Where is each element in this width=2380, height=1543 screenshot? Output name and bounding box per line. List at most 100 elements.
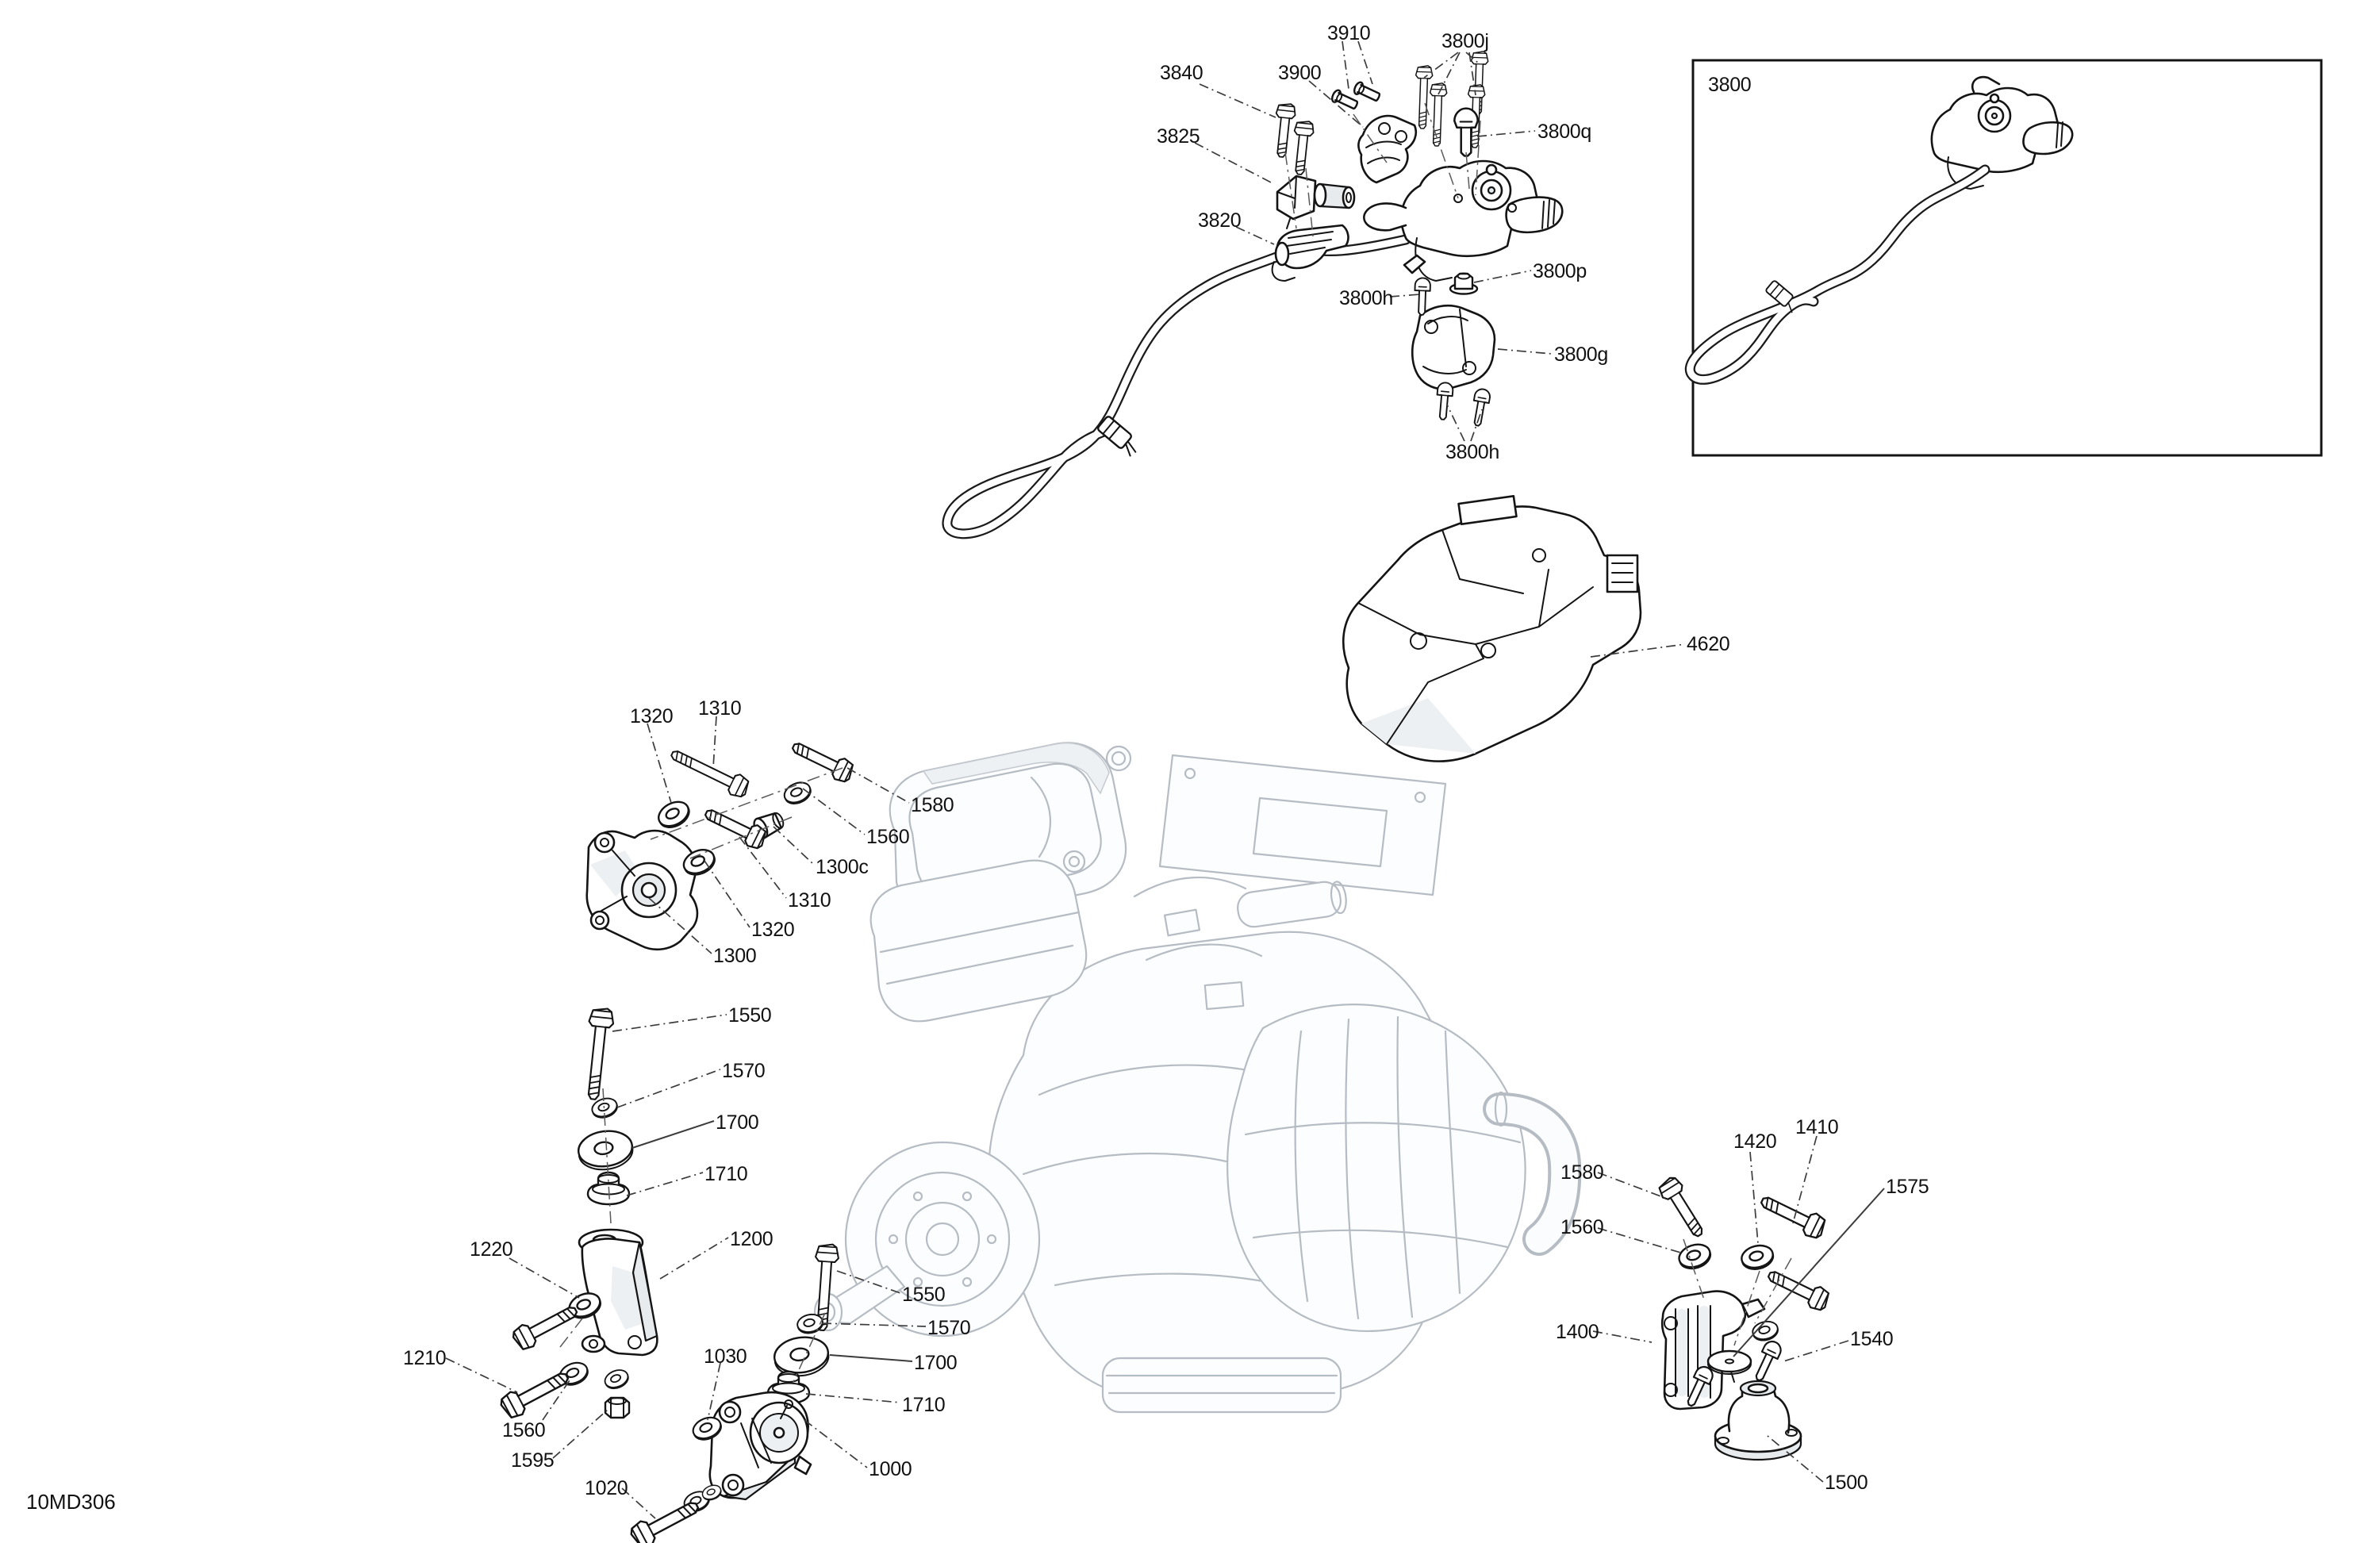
part-label-1320: 1320 <box>751 919 795 941</box>
cable-adjuster-fitting <box>1097 416 1137 457</box>
leader-line <box>659 1237 729 1280</box>
leader-line <box>802 788 866 835</box>
leader-line <box>704 860 750 928</box>
bolt-3800j-1 <box>1413 64 1434 130</box>
mount-1300-cluster <box>585 735 858 951</box>
leader-line <box>1767 1435 1824 1483</box>
part-label-3800q: 3800q <box>1537 121 1592 143</box>
leader-line <box>1353 113 1388 163</box>
part-label-1400: 1400 <box>1556 1321 1599 1343</box>
leader-line <box>804 1419 868 1468</box>
bracket-1200 <box>578 1228 658 1357</box>
mount-1200-cluster <box>497 1006 658 1422</box>
leader-line <box>1305 167 1314 237</box>
leader-line <box>1476 130 1536 137</box>
leader-line <box>793 1312 826 1383</box>
leader-line <box>1783 1340 1849 1362</box>
clamp-3820 <box>1271 224 1349 282</box>
part-label-1300: 1300 <box>713 945 757 967</box>
leader-line <box>1475 120 1481 196</box>
bolt-3800j-2 <box>1427 82 1448 148</box>
mount-1000-cluster <box>627 1242 841 1543</box>
stud-3910-b <box>1351 79 1383 105</box>
leader-line <box>648 897 712 954</box>
leader-line <box>1194 142 1275 185</box>
screw-1540-b <box>1749 1338 1785 1385</box>
part-label-1030: 1030 <box>704 1345 747 1368</box>
leader-line <box>1749 1151 1759 1245</box>
leader-line <box>612 1014 727 1032</box>
leader-line <box>1465 52 1480 64</box>
part-label-1580: 1580 <box>911 794 954 816</box>
part-label-1570: 1570 <box>722 1060 766 1082</box>
sensor-3825 <box>1276 175 1356 229</box>
leader-line <box>1308 80 1364 128</box>
leader-line <box>1446 404 1465 442</box>
bolt-1310-a <box>666 743 753 801</box>
part-label-3910: 3910 <box>1327 22 1371 44</box>
part-label-1310: 1310 <box>788 889 831 912</box>
part-label-1500: 1500 <box>1825 1472 1868 1494</box>
part-label-1560: 1560 <box>866 826 910 848</box>
washer-1560-right <box>1675 1239 1715 1274</box>
bolt-1580-front <box>787 735 858 786</box>
part-label-3825: 3825 <box>1157 125 1200 148</box>
part-label-3800h: 3800h <box>1445 441 1500 463</box>
bolt-upper-left <box>509 1298 582 1354</box>
leader-line <box>631 1120 715 1149</box>
leader-line <box>1597 1172 1670 1200</box>
inset-box-label: 3800 <box>1708 74 1752 96</box>
part-label-1410: 1410 <box>1795 1116 1839 1138</box>
leader-line <box>1597 1227 1684 1254</box>
clamp-3900 <box>1357 114 1418 184</box>
washer-1700-right <box>771 1333 832 1380</box>
leader-line <box>552 1409 608 1459</box>
part-label-3840: 3840 <box>1160 62 1203 84</box>
leader-line <box>1592 1330 1653 1343</box>
leader-line <box>1424 102 1459 199</box>
leader-line <box>1357 40 1373 85</box>
part-label-4620: 4620 <box>1687 633 1730 655</box>
leader-line <box>509 1257 580 1299</box>
leader-line <box>621 1487 656 1519</box>
washer-1700-left <box>575 1127 636 1174</box>
bracket-1000 <box>708 1391 812 1501</box>
part-label-1570: 1570 <box>927 1317 971 1339</box>
leader-line <box>602 1088 612 1224</box>
part-label-1300c: 1300c <box>816 856 869 878</box>
part-label-1575: 1575 <box>1886 1176 1929 1198</box>
leader-lines <box>445 40 1885 1519</box>
nut-1595 <box>604 1396 631 1419</box>
leader-line <box>1465 152 1470 190</box>
part-label-1000: 1000 <box>869 1458 912 1480</box>
leader-line <box>1754 1257 1792 1324</box>
leader-line <box>445 1357 518 1393</box>
part-label-1580: 1580 <box>1560 1161 1604 1184</box>
inset-lever-assembly <box>1930 75 2074 190</box>
leader-line <box>836 1270 901 1294</box>
bracket-4620 <box>1342 494 1642 762</box>
leader-line <box>739 836 787 899</box>
nut-3800p <box>1449 272 1479 295</box>
part-label-3820: 3820 <box>1198 209 1242 232</box>
leader-line <box>1792 1135 1818 1224</box>
part-label-1700: 1700 <box>914 1352 958 1374</box>
screw-3800h-b1 <box>1434 381 1455 421</box>
leader-line <box>773 826 815 866</box>
leader-line <box>712 716 717 769</box>
bolt-1550-left <box>580 1006 616 1102</box>
bolt-1410 <box>1756 1188 1830 1242</box>
part-label-1200: 1200 <box>730 1228 774 1250</box>
bracket-3800g <box>1411 305 1496 390</box>
leader-line <box>616 1069 721 1108</box>
part-label-1540: 1540 <box>1850 1328 1894 1350</box>
part-label-1310: 1310 <box>698 697 742 720</box>
part-label-1550: 1550 <box>902 1284 946 1306</box>
screw-3800h-b2 <box>1468 387 1492 428</box>
bolt-1580-right <box>1655 1173 1710 1242</box>
leader-line <box>1438 52 1461 95</box>
part-label-1220: 1220 <box>470 1238 513 1261</box>
leader-line <box>559 1318 583 1348</box>
